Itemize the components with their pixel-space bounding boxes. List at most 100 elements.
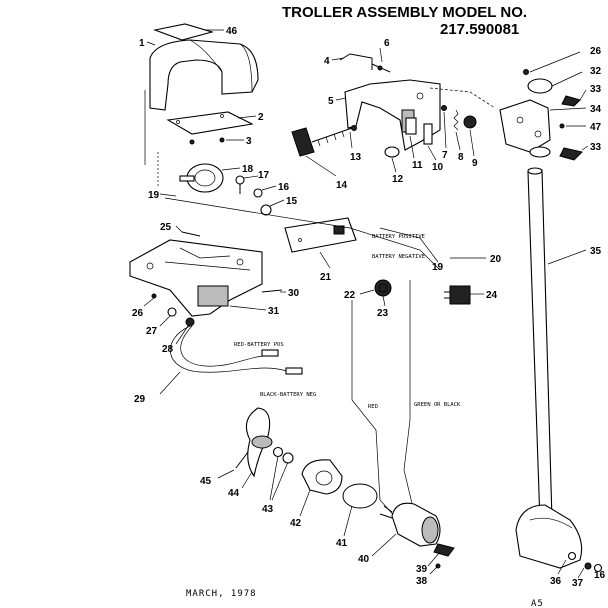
callout-31: 31 — [268, 306, 280, 317]
callout-15: 15 — [286, 196, 298, 207]
spacer-part-10 — [423, 123, 433, 145]
callout-45: 45 — [200, 476, 212, 487]
pin-part-6 — [371, 63, 391, 73]
callout-47: 47 — [590, 122, 602, 133]
callout-36: 36 — [550, 576, 562, 587]
callout-7: 7 — [442, 150, 448, 161]
callout-27: 27 — [146, 326, 158, 337]
callout-14: 14 — [336, 180, 348, 191]
callout-29: 29 — [134, 394, 146, 405]
pin-part-45 — [235, 451, 249, 469]
grommet-part-28 — [185, 317, 195, 327]
callout-26-right: 26 — [590, 46, 602, 57]
callout-35: 35 — [590, 246, 602, 257]
washer-part-17 — [235, 175, 245, 194]
nut-part-15 — [260, 204, 272, 216]
label-battery-positive: BATTERY POSITIVE — [372, 234, 425, 240]
title-line-2: 217.590081 — [440, 21, 519, 38]
callout-18: 18 — [242, 164, 254, 175]
wingnut-part-39 — [433, 543, 455, 557]
wingnut-part-33-top — [561, 95, 581, 107]
nut-part-16 — [253, 188, 263, 198]
battery-cable-part-29 — [170, 325, 303, 375]
callout-23: 23 — [377, 308, 389, 319]
callout-37: 37 — [572, 578, 584, 589]
title-line-1: TROLLER ASSEMBLY MODEL NO. — [282, 4, 527, 21]
label-red: RED — [368, 404, 378, 410]
lower-unit-housing — [515, 504, 583, 569]
callout-24: 24 — [486, 290, 498, 301]
callout-33-bottom: 33 — [590, 142, 602, 153]
cover-part-1 — [149, 23, 259, 111]
callout-34: 34 — [590, 104, 602, 115]
screw-part-25 — [181, 231, 201, 237]
nut-part-27 — [167, 307, 177, 317]
knob-part-9 — [463, 115, 477, 129]
callout-26-left: 26 — [132, 308, 144, 319]
gasket-part-2 — [166, 111, 254, 135]
callout-46: 46 — [226, 26, 238, 37]
callout-10: 10 — [432, 162, 444, 173]
callout-20: 20 — [490, 254, 502, 265]
callout-30: 30 — [288, 288, 300, 299]
callout-42: 42 — [290, 518, 302, 529]
switch-part-24 — [444, 285, 471, 305]
gear-part-18 — [179, 163, 224, 193]
callout-19-left: 19 — [148, 190, 160, 201]
handle-part-4 — [339, 53, 373, 70]
nut-part-37 — [584, 562, 592, 570]
end-cap-part-42 — [301, 459, 343, 495]
tee-knob-part-14 — [291, 127, 315, 157]
callout-13: 13 — [350, 152, 362, 163]
callout-44: 44 — [228, 488, 240, 499]
callout-8: 8 — [458, 152, 464, 163]
o-ring-part-41 — [342, 483, 378, 509]
callout-16-lower: 16 — [594, 570, 606, 581]
spring-part-8 — [453, 109, 459, 131]
screw-part-47 — [559, 123, 565, 129]
callout-6: 6 — [384, 38, 390, 49]
screw-part-30 — [261, 289, 283, 293]
washer-part-36 — [567, 551, 577, 561]
callout-33-top: 33 — [590, 84, 602, 95]
callout-21: 21 — [320, 272, 332, 283]
callout-22: 22 — [344, 290, 356, 301]
label-black-battery-neg: BLACK-BATTERY NEG — [260, 392, 316, 398]
label-green-or-black: GREEN OR BLACK — [414, 402, 461, 408]
callout-28: 28 — [162, 344, 174, 355]
callout-32: 32 — [590, 66, 602, 77]
callout-4: 4 — [324, 56, 330, 67]
callout-5: 5 — [328, 96, 334, 107]
base-housing-part-31 — [129, 239, 263, 317]
callout-43: 43 — [262, 504, 274, 515]
callout-16: 16 — [278, 182, 290, 193]
wingnut-part-33-bottom — [559, 147, 583, 161]
propeller-part-44 — [245, 407, 273, 478]
collar-part-33-bottom-ring — [529, 146, 551, 158]
knob-part-23 — [374, 279, 392, 297]
bracket-part-34 — [499, 99, 551, 153]
callout-41: 41 — [336, 538, 348, 549]
cap-part-32 — [527, 78, 553, 94]
callout-2: 2 — [258, 112, 264, 123]
screw-part-26-left — [151, 293, 157, 299]
callout-39: 39 — [416, 564, 428, 575]
callout-12: 12 — [392, 174, 404, 185]
callout-11: 11 — [412, 160, 423, 171]
callout-17: 17 — [258, 170, 270, 181]
callout-1: 1 — [139, 38, 145, 49]
footer-date: MARCH, 1978 — [186, 589, 257, 599]
bolt-part-13 — [311, 125, 357, 147]
callout-3: 3 — [246, 136, 252, 147]
callout-40: 40 — [358, 554, 370, 565]
footer-code: A5 — [531, 599, 544, 608]
tab-part-11 — [405, 117, 417, 135]
callout-38: 38 — [416, 576, 428, 587]
label-red-battery-pos: RED-BATTERY POS — [234, 342, 284, 348]
callout-25: 25 — [160, 222, 172, 233]
screw-part-7 — [441, 105, 447, 111]
screw-part-26-right — [523, 69, 529, 75]
callout-19-right: 19 — [432, 262, 444, 273]
